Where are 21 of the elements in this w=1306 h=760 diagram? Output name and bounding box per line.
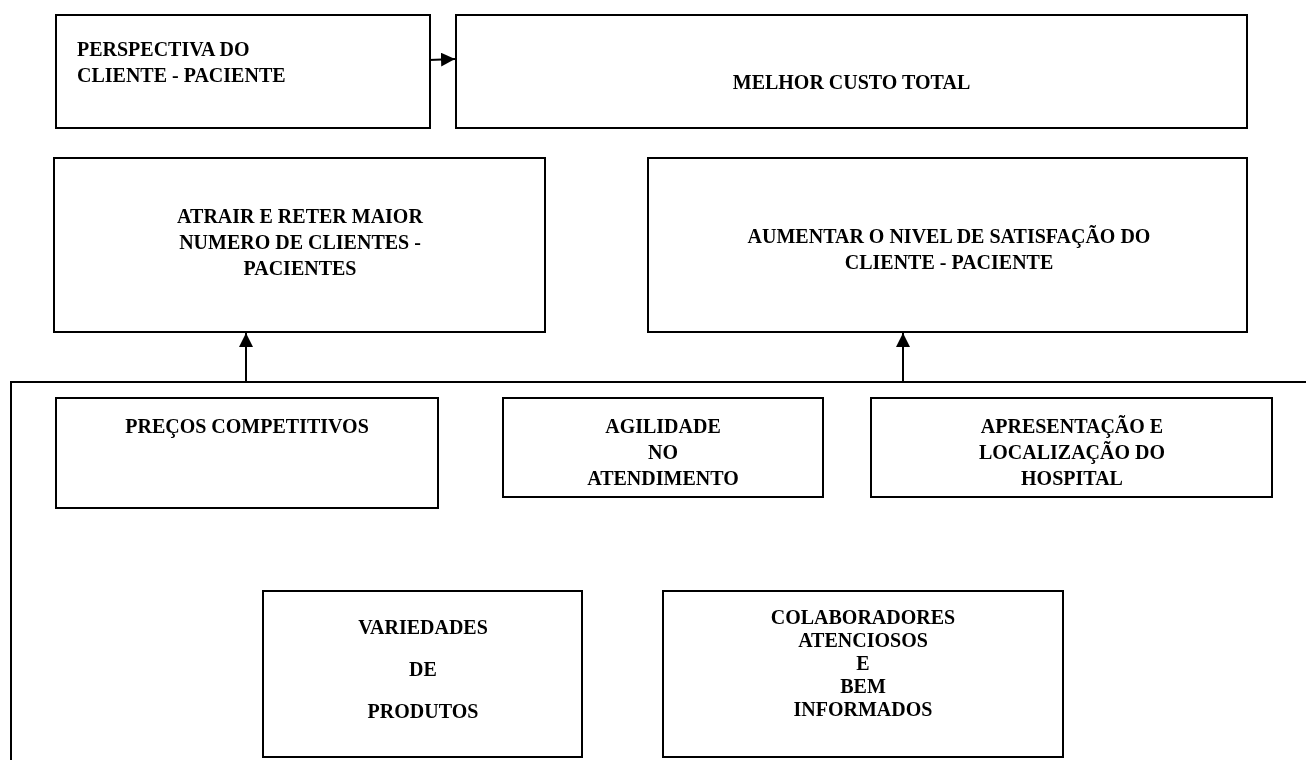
text-box [55,397,439,509]
arrow [239,332,253,383]
text-box [502,397,824,498]
box-label: PREÇOS COMPETITIVOS [124,414,370,439]
text-box [455,14,1248,129]
box-label: ATRAIR E RETER MAIOR NUMERO DE CLIENTES - PACIENTES [176,204,424,281]
box-label: AUMENTAR O NIVEL DE SATISFAÇÃO DO CLIENTE - PACIENTE [746,224,1152,275]
text-box [53,157,546,333]
frame-outline [10,381,1306,760]
box-label: MELHOR CUSTO TOTAL [731,70,972,95]
text-box [55,14,431,129]
box-label: VARIEDADES DE PRODUTOS [357,615,489,724]
text-box [870,397,1273,498]
text-box [662,590,1064,758]
box-label: APRESENTAÇÃO E LOCALIZAÇÃO DO HOSPITAL [977,414,1167,491]
box-label: PERSPECTIVA DO CLIENTE - PACIENTE [77,37,287,88]
text-box [647,157,1248,333]
box-label: COLABORADORES ATENCIOSOS E BEM INFORMADOS [769,606,957,721]
arrow [896,332,910,383]
box-label: AGILIDADE NO ATENDIMENTO [586,414,740,491]
text-box [262,590,583,758]
